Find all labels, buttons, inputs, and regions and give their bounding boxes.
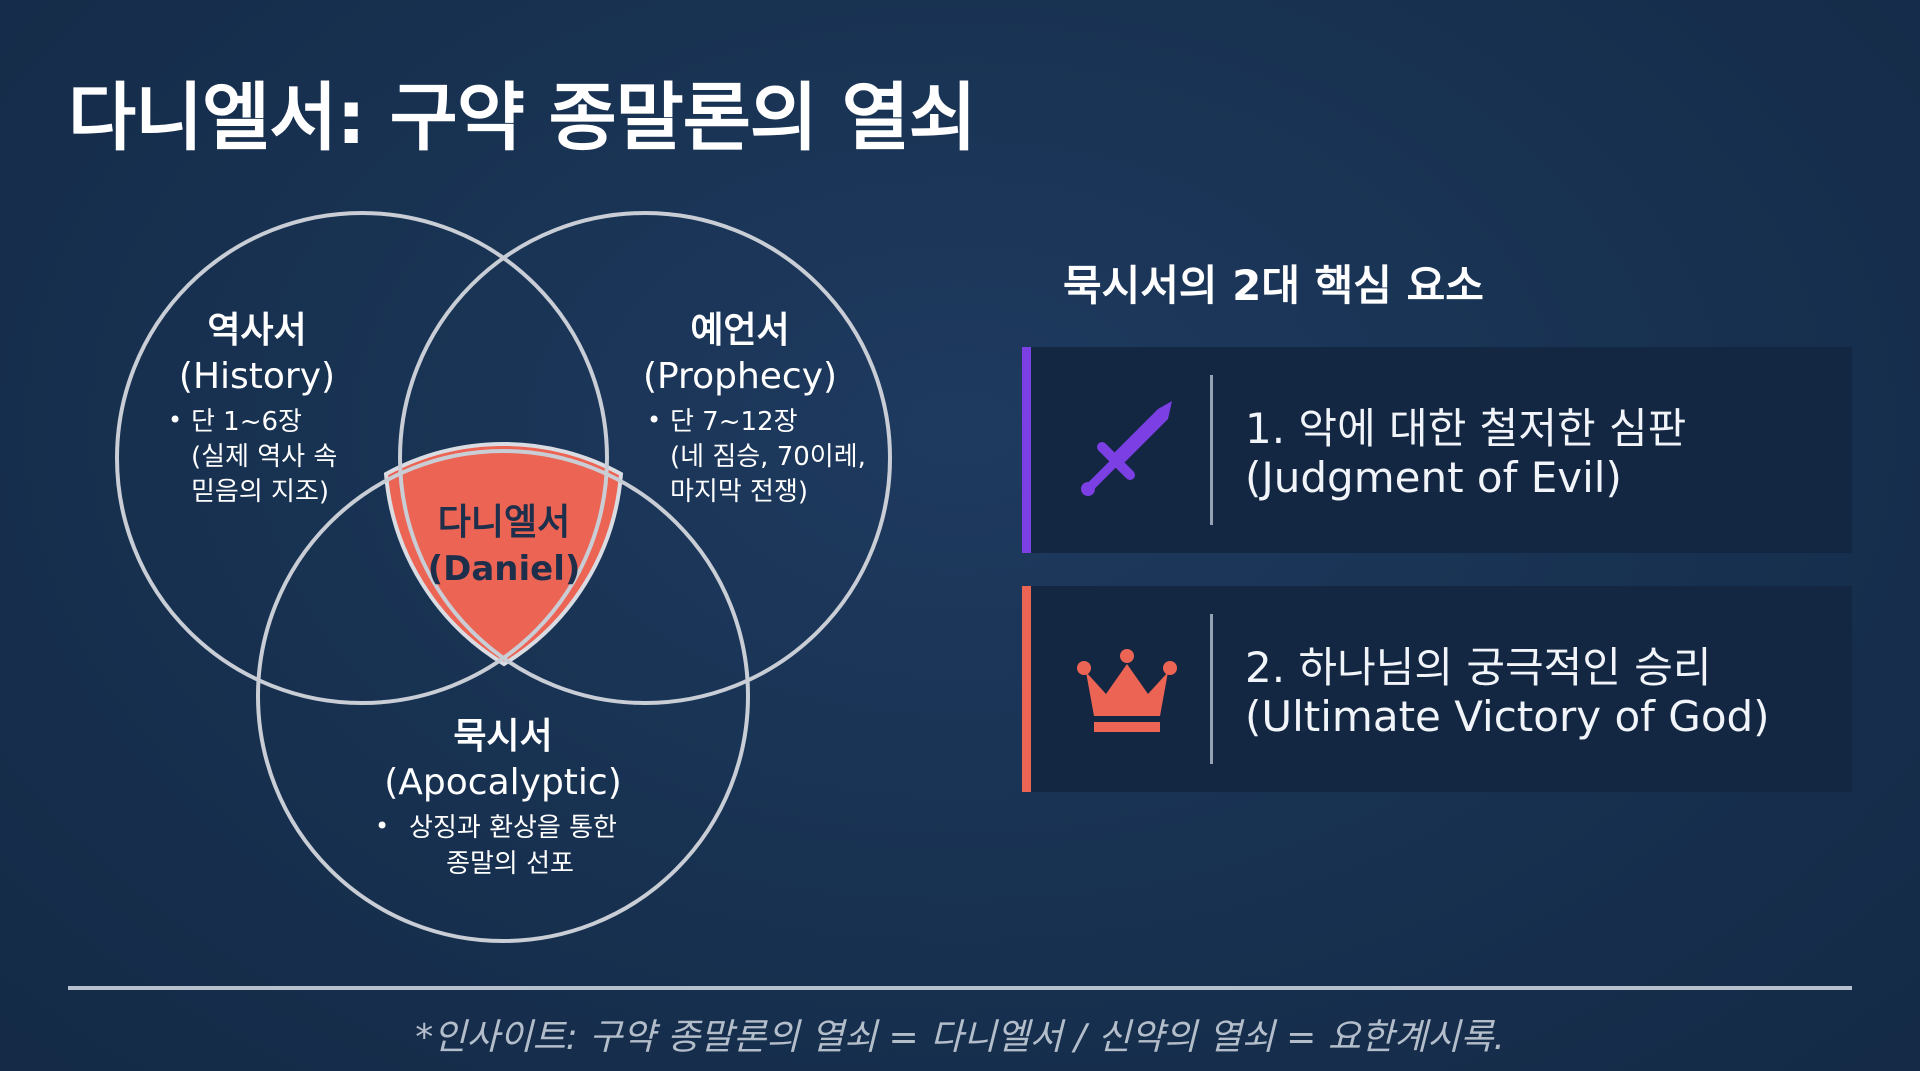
accent-bar [1022, 586, 1031, 792]
sword-icon [1072, 395, 1182, 505]
prophecy-bullet: • [647, 406, 661, 434]
history-line-1: 단 1~6장 [191, 407, 302, 437]
footer-divider [68, 986, 1852, 990]
page-title: 다니엘서: 구약 종말론의 열쇠 [68, 75, 977, 161]
history-line-3: 믿음의 지조) [191, 477, 329, 507]
venn-circle-prophecy [398, 211, 892, 705]
venn-circle-history [115, 211, 609, 705]
element-subtitle: (Ultimate Victory of God) [1245, 692, 1770, 741]
card-divider [1210, 614, 1213, 764]
apocalyptic-bullet: • [375, 812, 389, 840]
prophecy-line-2: (네 짐승, 70이레, [670, 442, 866, 472]
element-card-judgment: 1. 악에 대한 철저한 심판 (Judgment of Evil) [1022, 347, 1852, 553]
element-card-victory: 2. 하나님의 궁극적인 승리 (Ultimate Victory of God… [1022, 586, 1852, 792]
history-line-2: (실제 역사 속 [191, 442, 337, 472]
apocalyptic-english: (Apocalyptic) [384, 762, 622, 803]
history-english: (History) [179, 356, 335, 397]
apocalyptic-line-2: 종말의 선포 [446, 849, 574, 879]
center-label: 다니엘서 [438, 502, 570, 543]
prophecy-line-1: 단 7~12장 [670, 407, 798, 437]
prophecy-line-3: 마지막 전쟁) [670, 477, 808, 507]
prophecy-english: (Prophecy) [643, 356, 837, 397]
history-bullet: • [168, 406, 182, 434]
apocalyptic-line-1: 상징과 환상을 통한 [409, 813, 617, 843]
center-english: (Daniel) [428, 549, 581, 589]
venn-diagram: 역사서 (History) • 단 1~6장 (실제 역사 속 믿음의 지조) … [115, 211, 892, 943]
accent-bar [1022, 347, 1031, 553]
venn-circle-apocalyptic [256, 449, 750, 943]
element-title: 1. 악에 대한 철저한 심판 [1245, 404, 1687, 453]
element-subtitle: (Judgment of Evil) [1245, 453, 1622, 502]
card-divider [1210, 375, 1213, 525]
prophecy-label: 예언서 [690, 310, 789, 351]
elements-heading: 묵시서의 2대 핵심 요소 [1063, 261, 1484, 310]
apocalyptic-label: 묵시서 [453, 716, 552, 757]
history-label: 역사서 [207, 310, 306, 351]
venn-center-region [383, 442, 624, 667]
footer-insight: *인사이트: 구약 종말론의 열쇠 = 다니엘서 / 신약의 열쇠 = 요한계시… [415, 1017, 1505, 1058]
element-title: 2. 하나님의 궁극적인 승리 [1245, 643, 1712, 692]
crown-icon [1072, 634, 1182, 744]
